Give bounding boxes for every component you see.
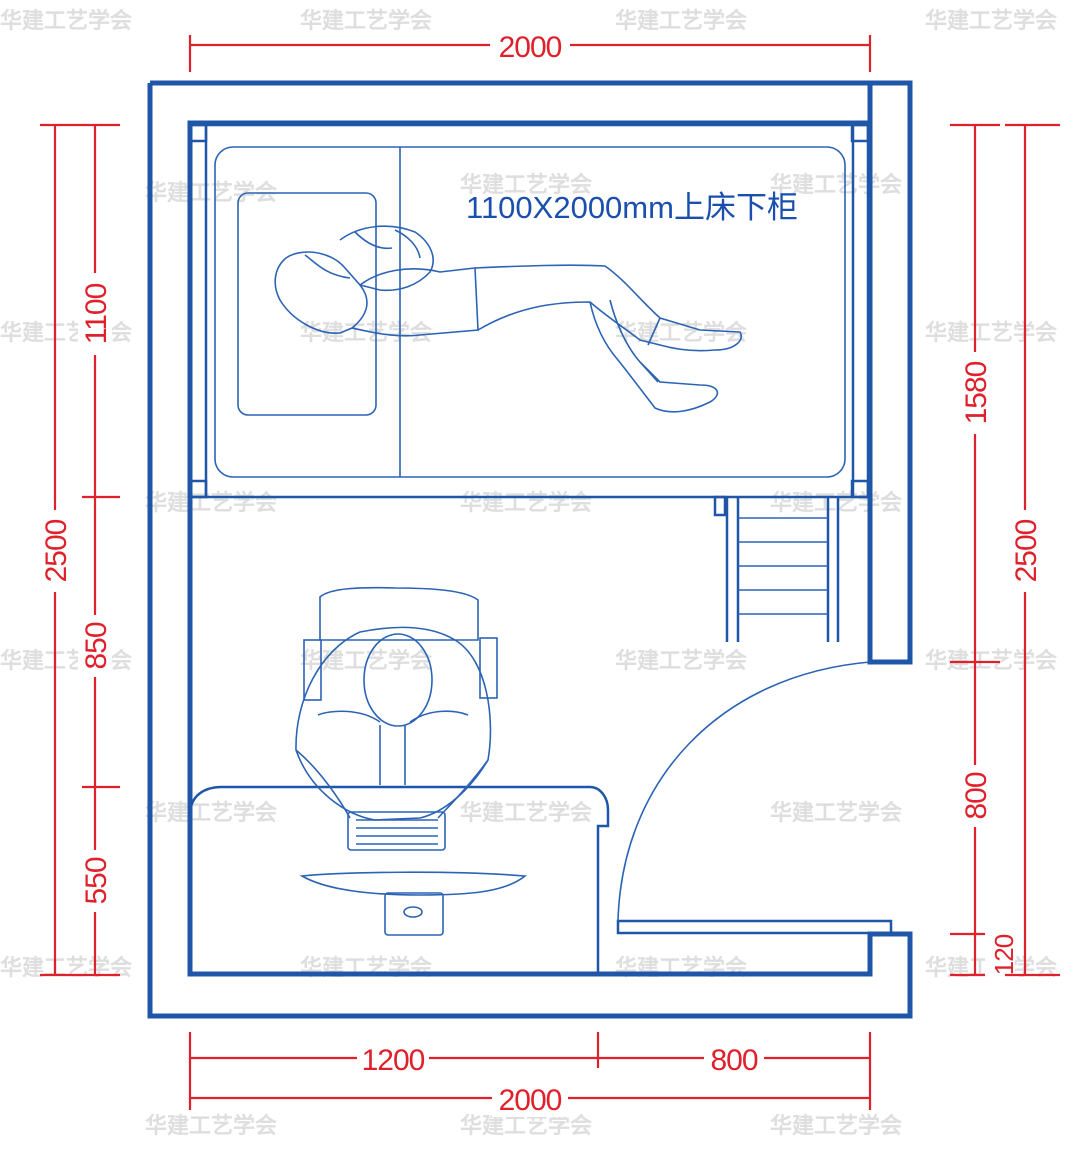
dim-left-desk: 550 [80,857,113,904]
watermark: 华建工艺学会 [0,955,132,981]
monitor-stand [384,892,444,936]
watermark: 华建工艺学会 [615,648,747,674]
door-leaf [616,919,893,935]
seated-person-icon [295,586,498,821]
watermark: 华建工艺学会 [460,172,592,198]
watermark: 华建工艺学会 [145,800,277,826]
dim-right-upper: 1580 [960,361,993,424]
door [616,661,893,935]
watermark: 华建工艺学会 [145,490,277,516]
loft-bed: 1100X2000mm上床下柜 [188,123,870,499]
watermark: 华建工艺学会 [300,320,432,346]
watermark: 华建工艺学会 [770,490,902,516]
dim-bottom-left: 1200 [362,1044,425,1077]
pillow [237,192,377,416]
sleeping-person-icon [274,225,742,413]
watermark: 华建工艺学会 [0,8,132,34]
ladder [713,495,840,642]
watermark: 华建工艺学会 [300,648,432,674]
watermark: 华建工艺学会 [770,800,902,826]
dim-bottom-right: 800 [710,1044,757,1077]
watermark: 华建工艺学会 [460,800,592,826]
dim-right-total: 2500 [1010,519,1043,582]
dimensions: 2000 1200 800 2000 2500 1100 850 550 [38,28,1060,1117]
watermark: 华建工艺学会 [615,955,747,981]
dim-left-total: 2500 [40,519,73,582]
dim-right-door: 800 [960,772,993,819]
dim-right-small: 120 [989,934,1019,975]
desk [188,785,610,974]
watermark: 华建工艺学会 [300,955,432,981]
keyboard [347,811,446,851]
watermark: 华建工艺学会 [770,172,902,198]
watermark: 华建工艺学会 [615,8,747,34]
watermark: 华建工艺学会 [300,8,432,34]
dim-left-middle: 850 [80,622,113,669]
mattress [214,146,846,478]
monitor [299,871,528,896]
watermarks: 华建工艺学会 华建工艺学会 华建工艺学会 华建工艺学会 华建工艺学会 华建工艺学… [0,8,1057,1139]
watermark: 华建工艺学会 [770,1113,902,1139]
dim-left-bed: 1100 [80,283,113,344]
watermark: 华建工艺学会 [145,1113,277,1139]
watermark: 华建工艺学会 [460,1113,592,1139]
watermark: 华建工艺学会 [925,320,1057,346]
head [363,633,433,727]
watermark: 华建工艺学会 [925,8,1057,34]
dim-top-width: 2000 [499,31,562,64]
watermark: 华建工艺学会 [460,490,592,516]
bed-label: 1100X2000mm上床下柜 [466,190,798,225]
dim-bottom-total: 2000 [499,1084,562,1117]
door-swing-arc [617,661,871,922]
